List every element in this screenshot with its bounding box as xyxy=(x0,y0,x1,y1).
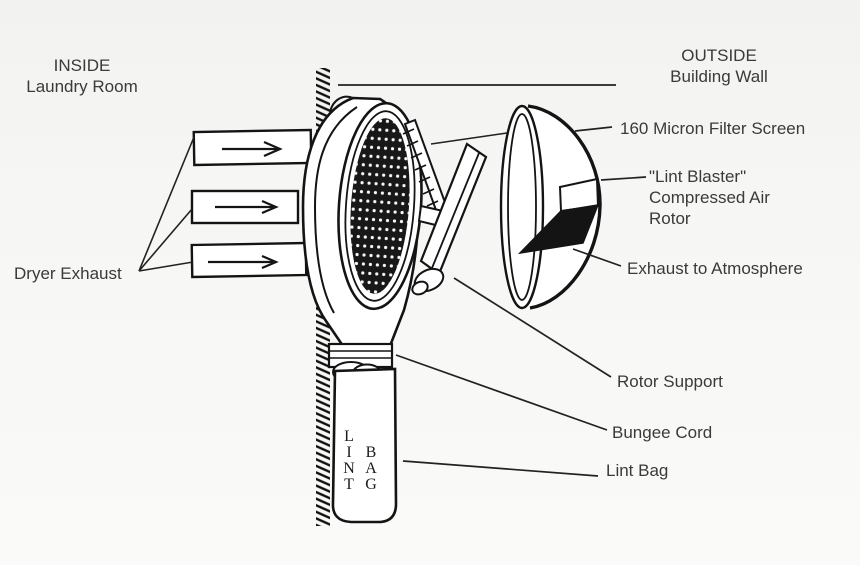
leader-lint-bag xyxy=(402,460,599,477)
bag-letter: A xyxy=(365,460,377,477)
bag-letter: B xyxy=(366,444,377,461)
bag-letter: L xyxy=(344,428,354,445)
lint-bag-label: Lint Bag xyxy=(606,461,669,480)
lint-bag-letters: L I N T B A G xyxy=(343,428,377,493)
lint-blaster-label-block: "Lint Blaster" Compressed Air Rotor xyxy=(649,166,770,229)
axis-line xyxy=(430,132,508,145)
filter-screen-label: 160 Micron Filter Screen xyxy=(620,119,806,138)
lint-blaster-label-line2: Compressed Air xyxy=(649,188,770,207)
bag-letter: I xyxy=(346,444,351,461)
airflow-box xyxy=(192,128,313,167)
outside-title: OUTSIDE xyxy=(681,46,757,65)
flange-inner-arc xyxy=(313,106,358,314)
label-leader-lines xyxy=(338,84,647,477)
rotor-vane-drawing xyxy=(517,177,600,255)
inside-subtitle: Laundry Room xyxy=(26,77,138,96)
dryer-exhaust-leader-lines xyxy=(138,136,195,272)
exhaust-dome-drawing xyxy=(499,104,602,310)
flange-top-bump xyxy=(329,95,354,113)
airflow-boxes xyxy=(190,128,313,279)
rotor-support-drawing xyxy=(411,142,488,296)
bag-letter: N xyxy=(343,460,355,477)
outside-label-block: OUTSIDE Building Wall xyxy=(656,45,782,87)
airflow-arrow-icon xyxy=(222,140,283,158)
airflow-arrow-icon xyxy=(215,199,279,215)
leader-exhaust-atmosphere xyxy=(572,248,622,267)
airflow-box xyxy=(190,241,308,279)
bungee-cord-label: Bungee Cord xyxy=(612,423,713,442)
bag-letter: T xyxy=(344,476,354,493)
airflow-arrows xyxy=(208,140,283,270)
leader-rotor-support xyxy=(453,277,612,378)
lint-bag-drawing: L I N T B A G xyxy=(331,367,398,524)
filter-screen-mesh-drawing xyxy=(337,101,423,311)
lint-blaster-label-line1: "Lint Blaster" xyxy=(649,167,747,186)
mesh-dot-texture xyxy=(350,118,410,294)
support-end-cap xyxy=(411,280,429,296)
airflow-arrow-icon xyxy=(208,254,279,270)
outside-subtitle: Building Wall xyxy=(670,67,768,86)
leader-lint-blaster xyxy=(600,176,647,181)
leader-filter-screen xyxy=(574,126,613,132)
inside-title: INSIDE xyxy=(53,56,111,75)
inside-label-block: INSIDE Laundry Room xyxy=(20,55,144,97)
rotor-support-label: Rotor Support xyxy=(617,372,723,391)
exhaust-atmosphere-label: Exhaust to Atmosphere xyxy=(627,259,803,278)
dryer-exhaust-label: Dryer Exhaust xyxy=(14,264,122,283)
lint-blaster-label-line3: Rotor xyxy=(649,209,691,228)
leader-bungee-cord xyxy=(395,354,608,431)
bag-letter: G xyxy=(365,476,377,493)
